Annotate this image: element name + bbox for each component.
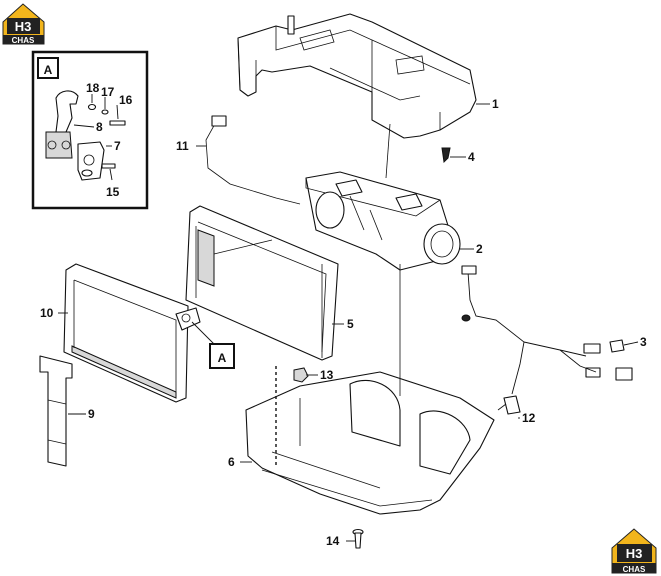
callout-a: A: [191, 321, 235, 369]
label-2: 2: [476, 242, 483, 256]
brand-logo-bottom-right: H3 CHAS: [611, 528, 657, 574]
label-9: 9: [88, 407, 95, 421]
inset-letter: A: [44, 63, 53, 77]
label-4: 4: [468, 150, 475, 164]
brand-logo-top-left: H3 CHAS: [2, 3, 45, 45]
label-18: 18: [86, 81, 100, 95]
label-6: 6: [228, 455, 235, 469]
mounting-bracket: 9: [39, 355, 95, 467]
bottom-screw: 14: [326, 528, 364, 549]
logo-bottom-text-2: CHAS: [623, 565, 646, 574]
logo-top-text: H3: [15, 19, 32, 34]
expansion-valve: [45, 90, 105, 181]
lower-housing: 6: [228, 366, 495, 515]
upper-housing-cover: 1: [237, 13, 499, 139]
label-16: 16: [119, 93, 133, 107]
label-17: 17: [101, 85, 115, 99]
label-15: 15: [106, 185, 120, 199]
assembly-guide-lines: [213, 123, 401, 396]
label-13: 13: [320, 368, 334, 382]
connector-plug: 12: [497, 395, 536, 425]
hex-nut: 13: [293, 367, 334, 383]
label-3: 3: [640, 335, 647, 349]
label-12: 12: [522, 411, 536, 425]
label-5: 5: [347, 317, 354, 331]
wiring-harness: 3: [461, 265, 647, 395]
temperature-sensor-cable: 11: [176, 115, 301, 205]
label-1: 1: [492, 97, 499, 111]
callout-letter: A: [218, 351, 227, 365]
detail-inset-a: A 18 17 16 8 7 15: [31, 50, 149, 210]
logo-bottom-text: CHAS: [12, 36, 35, 45]
heater-core: 5: [185, 205, 354, 361]
label-7: 7: [114, 139, 121, 153]
label-10: 10: [40, 306, 54, 320]
blower-fan-assembly: 2: [305, 171, 483, 271]
label-11: 11: [176, 139, 189, 153]
label-14: 14: [326, 534, 340, 548]
logo-top-text-2: H3: [626, 546, 643, 561]
label-8: 8: [96, 120, 103, 134]
clip-part: 4: [441, 147, 475, 164]
